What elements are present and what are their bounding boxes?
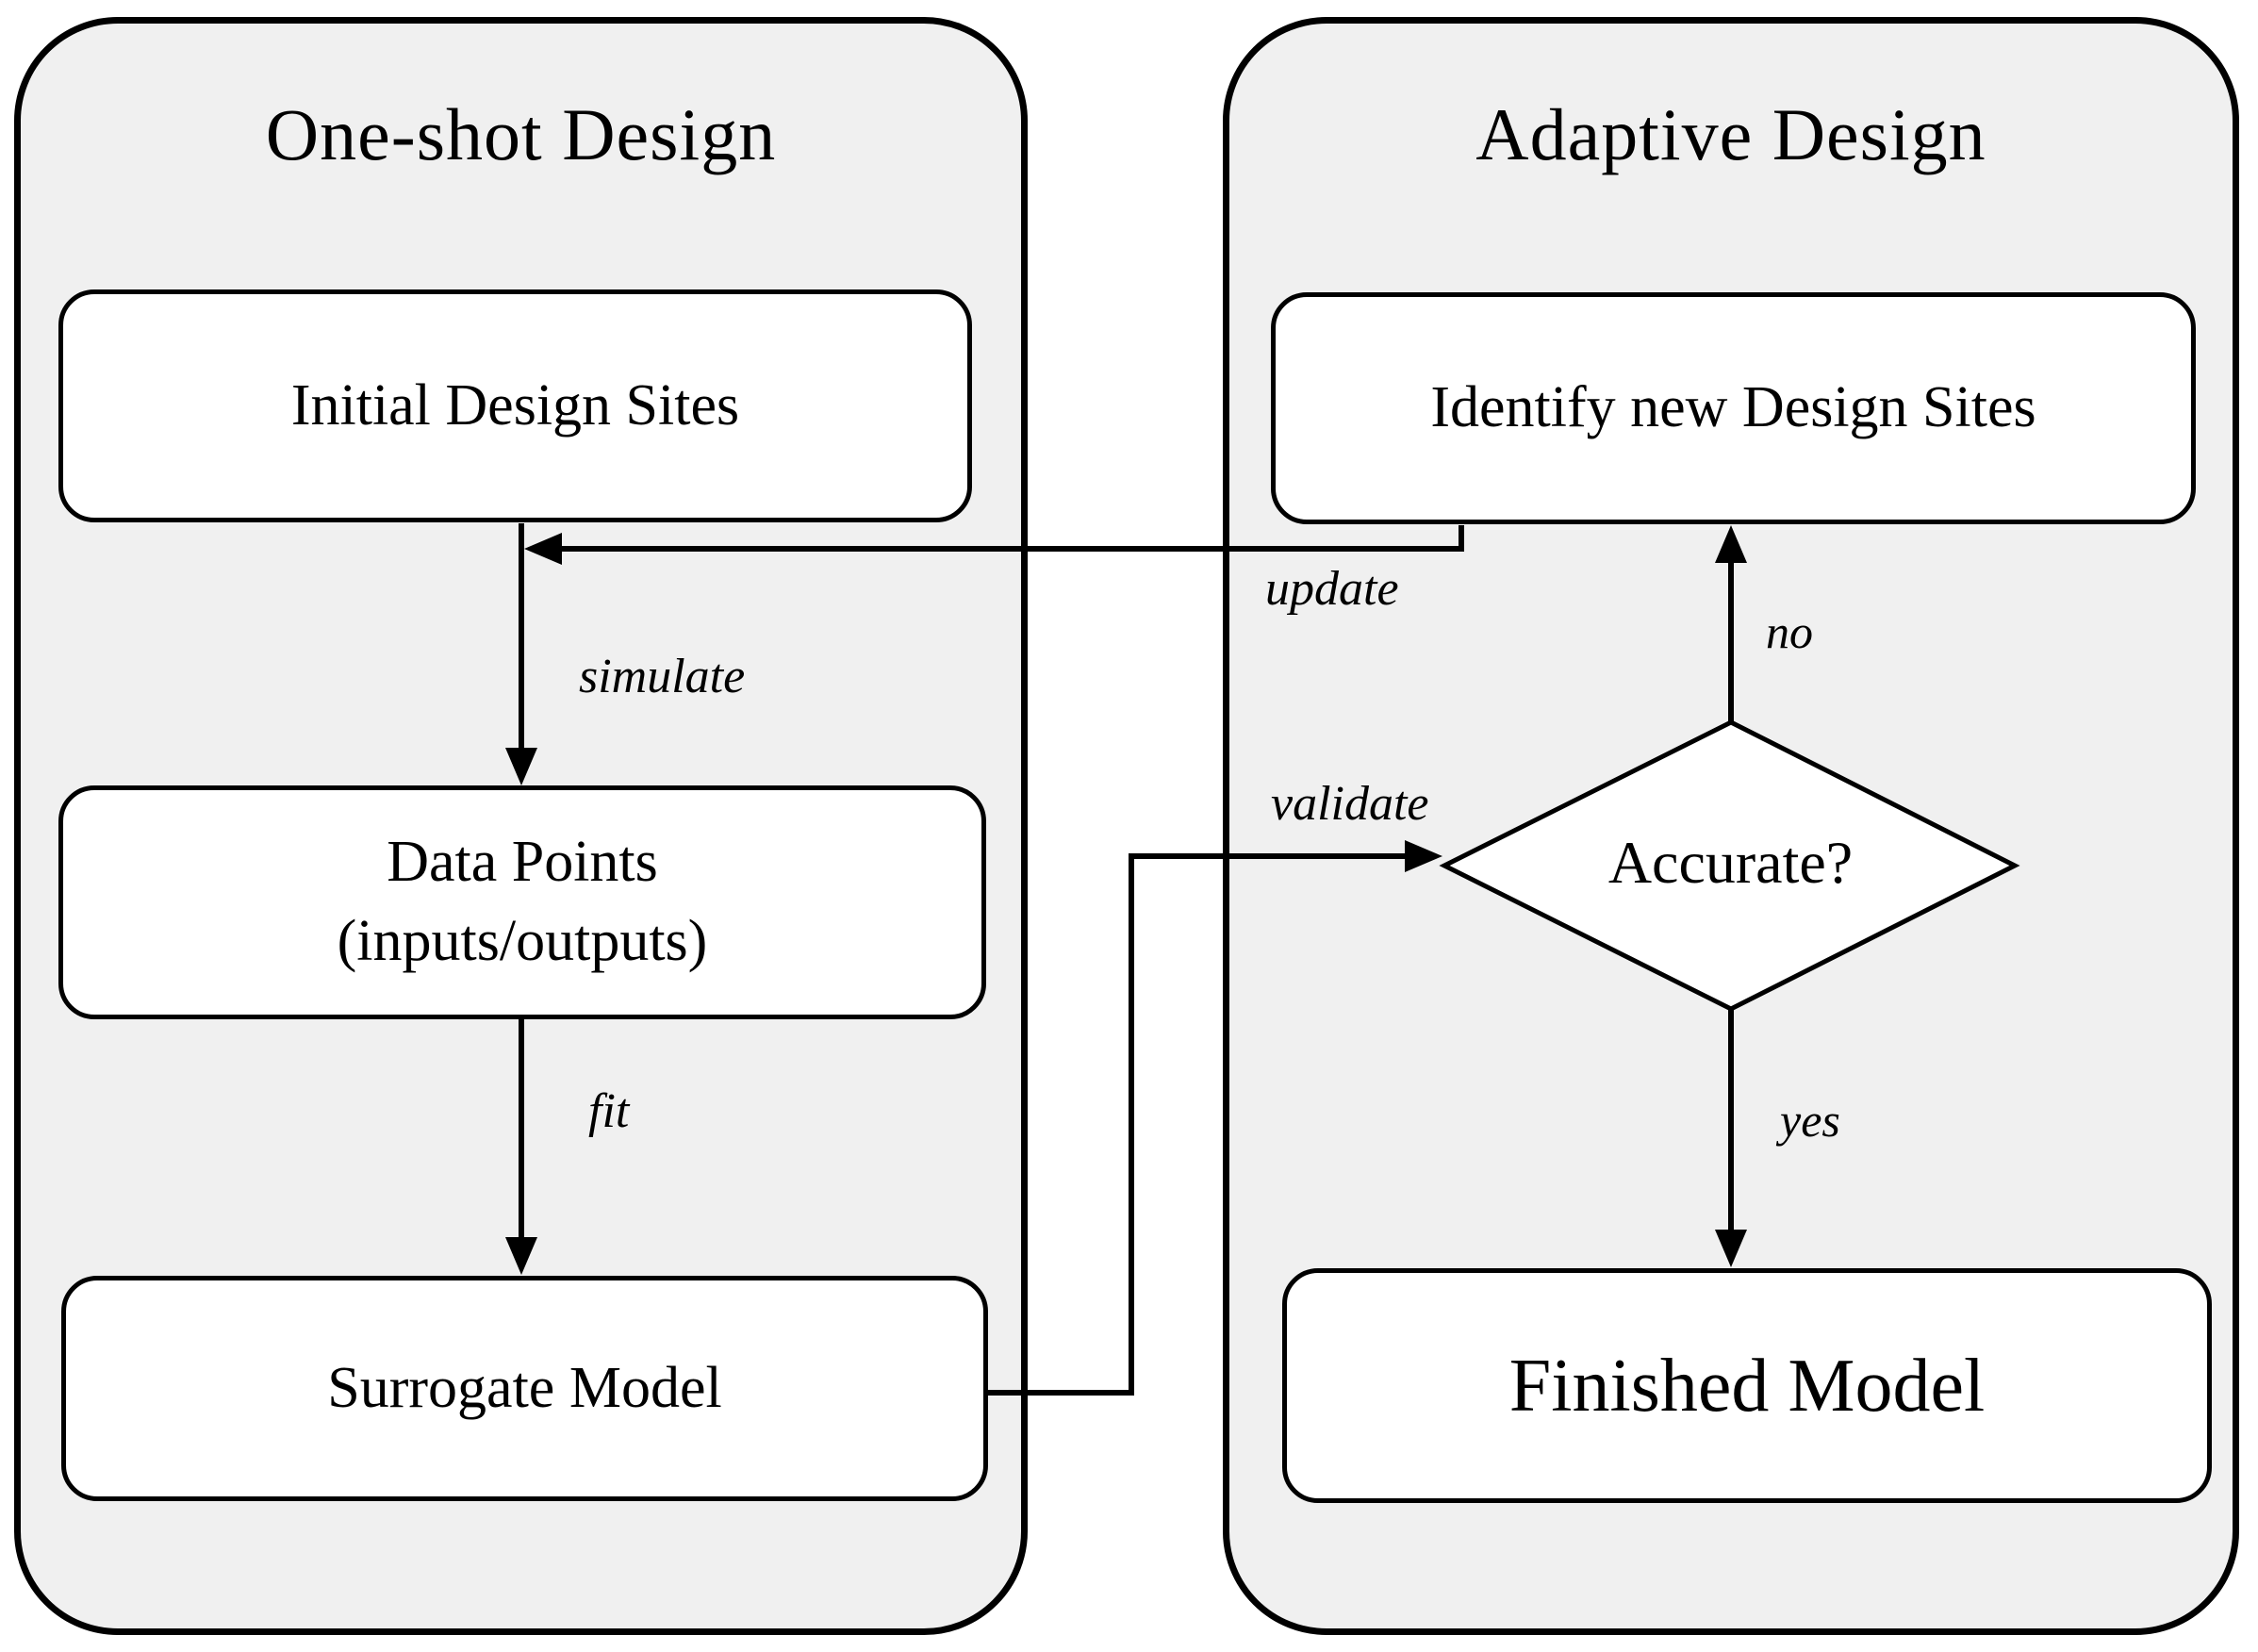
node-initial-design-sites-label: Initial Design Sites [290, 372, 740, 438]
edge-label-fit: fit [588, 1084, 630, 1138]
edge-label-no: no [1766, 605, 1813, 658]
node-initial-design-sites: Initial Design Sites [58, 289, 972, 522]
node-finished-model: Finished Model [1282, 1268, 2212, 1503]
edge-label-validate: validate [1271, 777, 1429, 831]
edge-label-yes: yes [1780, 1094, 1840, 1147]
node-accurate-decision-label: Accurate? [1607, 829, 1854, 896]
node-finished-model-label: Finished Model [1508, 1344, 1986, 1428]
edge-label-simulate: simulate [579, 650, 746, 703]
node-surrogate-model-label: Surrogate Model [327, 1355, 722, 1420]
node-data-points-label-line1: Data Points [387, 830, 658, 895]
panel-title-one-shot-design: One-shot Design [265, 93, 777, 175]
node-identify-new-design-sites: Identify new Design Sites [1271, 292, 2196, 524]
node-data-points: Data Points (inputs/outputs) [58, 785, 986, 1019]
node-surrogate-model: Surrogate Model [61, 1276, 988, 1501]
node-identify-new-design-sites-label: Identify new Design Sites [1430, 375, 2036, 440]
node-data-points-label-line2: (inputs/outputs) [337, 909, 708, 973]
edge-label-update: update [1265, 562, 1399, 616]
panel-title-adaptive-design: Adaptive Design [1475, 93, 1986, 175]
